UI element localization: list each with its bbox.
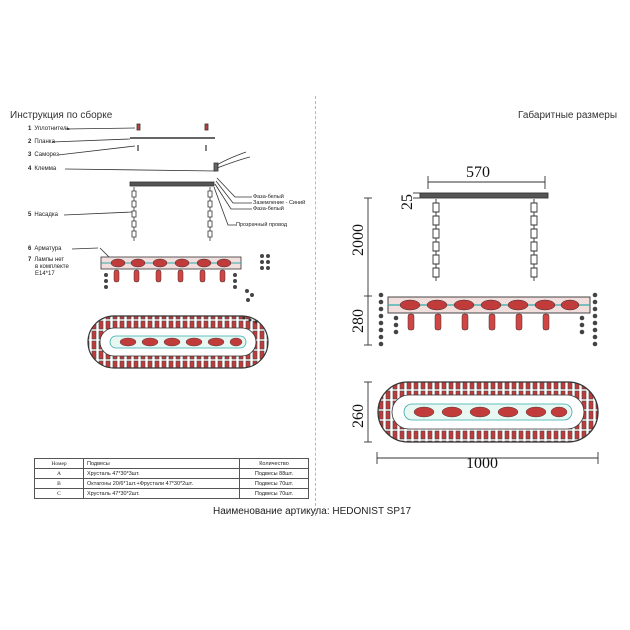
row-number: A xyxy=(34,468,84,479)
assembly-drawing xyxy=(51,123,270,302)
table-header-row: Номер Подвесы Количество xyxy=(34,458,309,469)
dim-length: 1000 xyxy=(466,455,498,472)
row-pendants: Хрусталь 47*30*2шт. xyxy=(83,488,240,499)
dim-canopy: 25 xyxy=(399,194,416,210)
assembly-top-view xyxy=(87,315,269,369)
article-name: Наименование артикула: HEDONIST SP17 xyxy=(213,506,412,517)
wire-ground-label: Заземление - Синий xyxy=(253,200,306,206)
header-pendants: Подвесы xyxy=(83,458,240,469)
seal-part-right xyxy=(204,123,209,131)
header-number: Номер xyxy=(34,458,84,469)
table-row: C Хрусталь 47*30*2шт. Подвесы 70шт. xyxy=(34,488,309,499)
table-row: B Октагоны 20/6*1шт.+Фрустали 47*30*2шт.… xyxy=(34,478,309,489)
row-quantity: Подвесы 88шт. xyxy=(239,468,309,479)
dim-top-width: 570 xyxy=(466,164,490,181)
page-divider xyxy=(315,96,316,516)
table-row: A Хрусталь 47*30*3шт. Подвесы 88шт. xyxy=(34,468,309,479)
row-number: B xyxy=(34,478,84,489)
row-pendants: Октагоны 20/6*1шт.+Фрустали 47*30*2шт. xyxy=(83,478,240,489)
dim-depth: 260 xyxy=(350,404,367,428)
dimensions-top-view xyxy=(364,381,599,464)
row-pendants: Хрусталь 47*30*3шт. xyxy=(83,468,240,479)
header-quantity: Количество xyxy=(239,458,309,469)
dimensions-drawing xyxy=(364,176,598,347)
wire-phase-label-2: Фаза-белый xyxy=(253,206,284,212)
dim-chain: 2000 xyxy=(350,224,367,256)
parts-table: Номер Подвесы Количество A Хрусталь 47*3… xyxy=(34,458,309,499)
seal-part-left xyxy=(136,123,141,131)
row-number: C xyxy=(34,488,84,499)
row-quantity: Подвесы 70шт. xyxy=(239,488,309,499)
dimensions-title: Габаритные размеры xyxy=(518,110,618,121)
dim-body-height: 280 xyxy=(350,309,367,333)
wire-phase-label-1: Фаза-белый xyxy=(253,194,284,200)
assembly-instructions-title: Инструкция по сборке xyxy=(10,110,113,121)
transparent-wire-label: Прозрачный провод xyxy=(236,222,288,228)
row-quantity: Подвесы 70шт. xyxy=(239,478,309,489)
